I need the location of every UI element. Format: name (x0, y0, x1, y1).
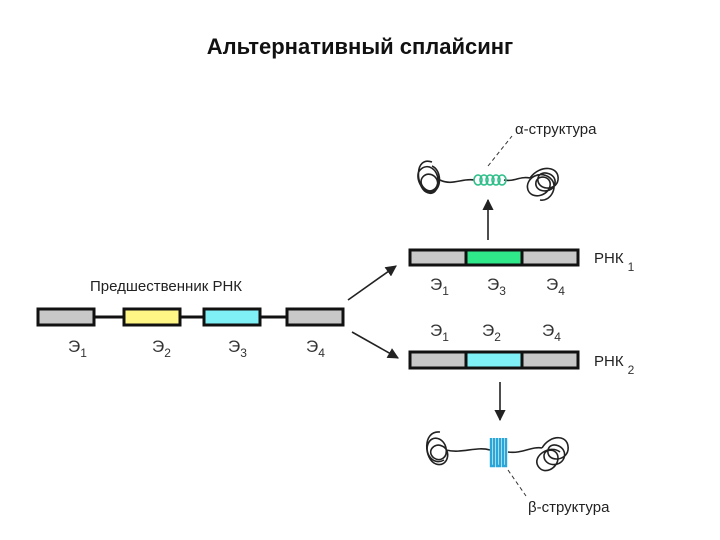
precursor-exon-label-4: Э4 (306, 337, 325, 360)
rna1-exon-label-2: Э3 (487, 275, 506, 298)
rna1-strip (408, 248, 580, 267)
rna1-exon-2 (464, 248, 524, 267)
beta-coil-right (536, 436, 569, 472)
rna2-exon-3 (520, 350, 580, 370)
rna1-exon-label-1: Э1 (430, 275, 449, 298)
alpha-coil-left (417, 160, 441, 195)
rna1-exon-3 (520, 248, 580, 267)
beta-sheet (489, 438, 508, 468)
alpha-label: α-структура (515, 121, 597, 138)
rna1-exon-label-3: Э4 (546, 275, 565, 298)
beta-protein (425, 431, 569, 472)
beta-coil-left (425, 431, 449, 466)
beta-chain-left (445, 448, 491, 452)
beta-label: β-структура (528, 499, 610, 516)
rna2-exon-label-2: Э2 (482, 321, 501, 344)
precursor-rna (36, 307, 345, 327)
page-title: Альтернативный сплайсинг (206, 34, 514, 59)
rna1-exon-labels: Э1 Э3 Э4 (430, 275, 565, 298)
alpha-chain-right (503, 176, 531, 182)
precursor-exon-2 (122, 307, 182, 327)
arrow-to-rna1 (347, 265, 397, 301)
precursor-exon-1 (36, 307, 96, 327)
arrow-to-rna2 (351, 331, 399, 359)
alpha-pointer (487, 135, 513, 167)
precursor-exon-label-2: Э2 (152, 337, 171, 360)
precursor-exon-labels: Э1 Э2 Э3 Э4 (68, 337, 325, 360)
precursor-exon-4 (285, 307, 345, 327)
rna2-exon-labels: Э1 Э2 Э4 (430, 321, 561, 344)
alpha-chain-left (439, 178, 475, 184)
precursor-label: Предшественник РНК (90, 278, 242, 295)
alpha-coil-right (526, 167, 559, 201)
precursor-exon-label-1: Э1 (68, 337, 87, 360)
precursor-exon-label-3: Э3 (228, 337, 247, 360)
beta-pointer (507, 469, 527, 497)
beta-chain-right (507, 446, 543, 454)
alpha-protein (417, 160, 559, 201)
alpha-helix (473, 174, 507, 186)
rna2-exon-label-1: Э1 (430, 321, 449, 344)
rna2-exon-1 (408, 350, 468, 370)
precursor-exon-3 (202, 307, 262, 327)
rna2-exon-2 (464, 350, 524, 370)
rna2-exon-label-3: Э4 (542, 321, 561, 344)
rna2-strip (408, 350, 580, 370)
rna1-exon-1 (408, 248, 468, 267)
